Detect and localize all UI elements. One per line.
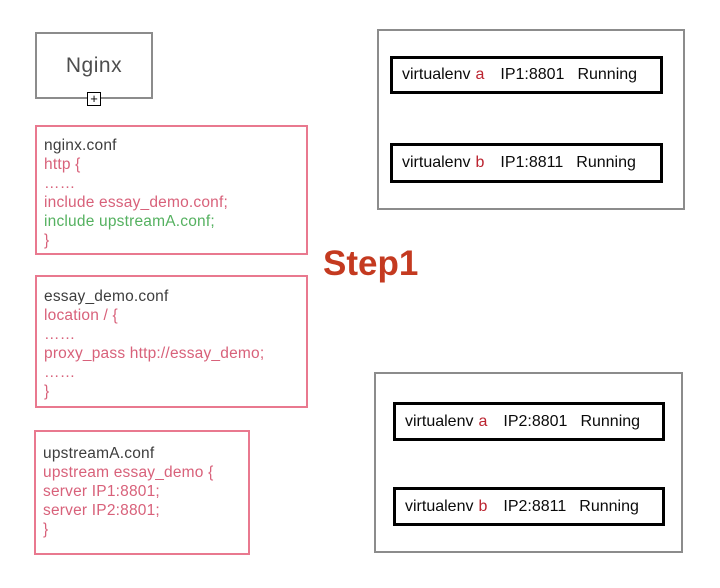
config-line: } (44, 232, 50, 249)
server-group-ip2: virtualenv a IP2:8801 Running virtualenv… (374, 372, 683, 553)
virtualenv-name: virtualenv (402, 154, 471, 171)
config-line: include upstreamA.conf; (44, 213, 215, 230)
config-line: http { (44, 156, 81, 173)
virtualenv-instance: virtualenv a IP1:8801 Running (390, 56, 663, 94)
config-line: …… (44, 364, 76, 381)
virtualenv-address: IP2:8801 (503, 412, 568, 430)
config-file-title: upstreamA.conf (43, 445, 155, 462)
step-label: Step1 (323, 244, 419, 283)
virtualenv-name: virtualenv (405, 497, 474, 515)
virtualenv-env-letter: b (478, 497, 488, 515)
virtualenv-address: IP1:8801 (500, 66, 565, 83)
virtualenv-status: Running (580, 412, 641, 430)
config-file-title: essay_demo.conf (44, 288, 169, 305)
config-file-title: nginx.conf (44, 137, 117, 154)
virtualenv-name: virtualenv (405, 412, 474, 430)
config-box-upstreamA-conf: upstreamA.conf upstream essay_demo { ser… (34, 430, 250, 555)
server-group-ip1: virtualenv a IP1:8801 Running virtualenv… (377, 29, 685, 210)
nginx-node: Nginx (35, 32, 153, 99)
plus-expand-icon[interactable]: + (87, 92, 101, 106)
nginx-label: Nginx (65, 53, 123, 77)
virtualenv-status: Running (577, 66, 638, 83)
config-line: …… (44, 326, 76, 343)
virtualenv-env-letter: a (475, 66, 485, 83)
config-line: server IP1:8801; (43, 483, 160, 500)
config-line: …… (44, 175, 76, 192)
virtualenv-name: virtualenv (402, 66, 471, 83)
config-line: } (44, 383, 50, 400)
virtualenv-address: IP2:8811 (503, 497, 567, 515)
config-line: proxy_pass http://essay_demo; (44, 345, 265, 362)
virtualenv-env-letter: b (475, 154, 485, 171)
virtualenv-instance: virtualenv a IP2:8801 Running (393, 402, 665, 441)
virtualenv-env-letter: a (478, 412, 488, 430)
virtualenv-status: Running (576, 154, 636, 171)
virtualenv-instance: virtualenv b IP2:8811 Running (393, 487, 665, 526)
config-line: server IP2:8801; (43, 502, 160, 519)
config-box-nginx-conf: nginx.conf http { …… include essay_demo.… (35, 125, 308, 255)
config-line: } (43, 521, 49, 538)
virtualenv-instance: virtualenv b IP1:8811 Running (390, 143, 663, 183)
config-box-essay-demo-conf: essay_demo.conf location / { …… proxy_pa… (35, 275, 308, 408)
virtualenv-status: Running (579, 497, 639, 515)
config-line: location / { (44, 307, 118, 324)
config-line: upstream essay_demo { (43, 464, 214, 481)
virtualenv-address: IP1:8811 (500, 154, 564, 171)
config-line: include essay_demo.conf; (44, 194, 229, 211)
